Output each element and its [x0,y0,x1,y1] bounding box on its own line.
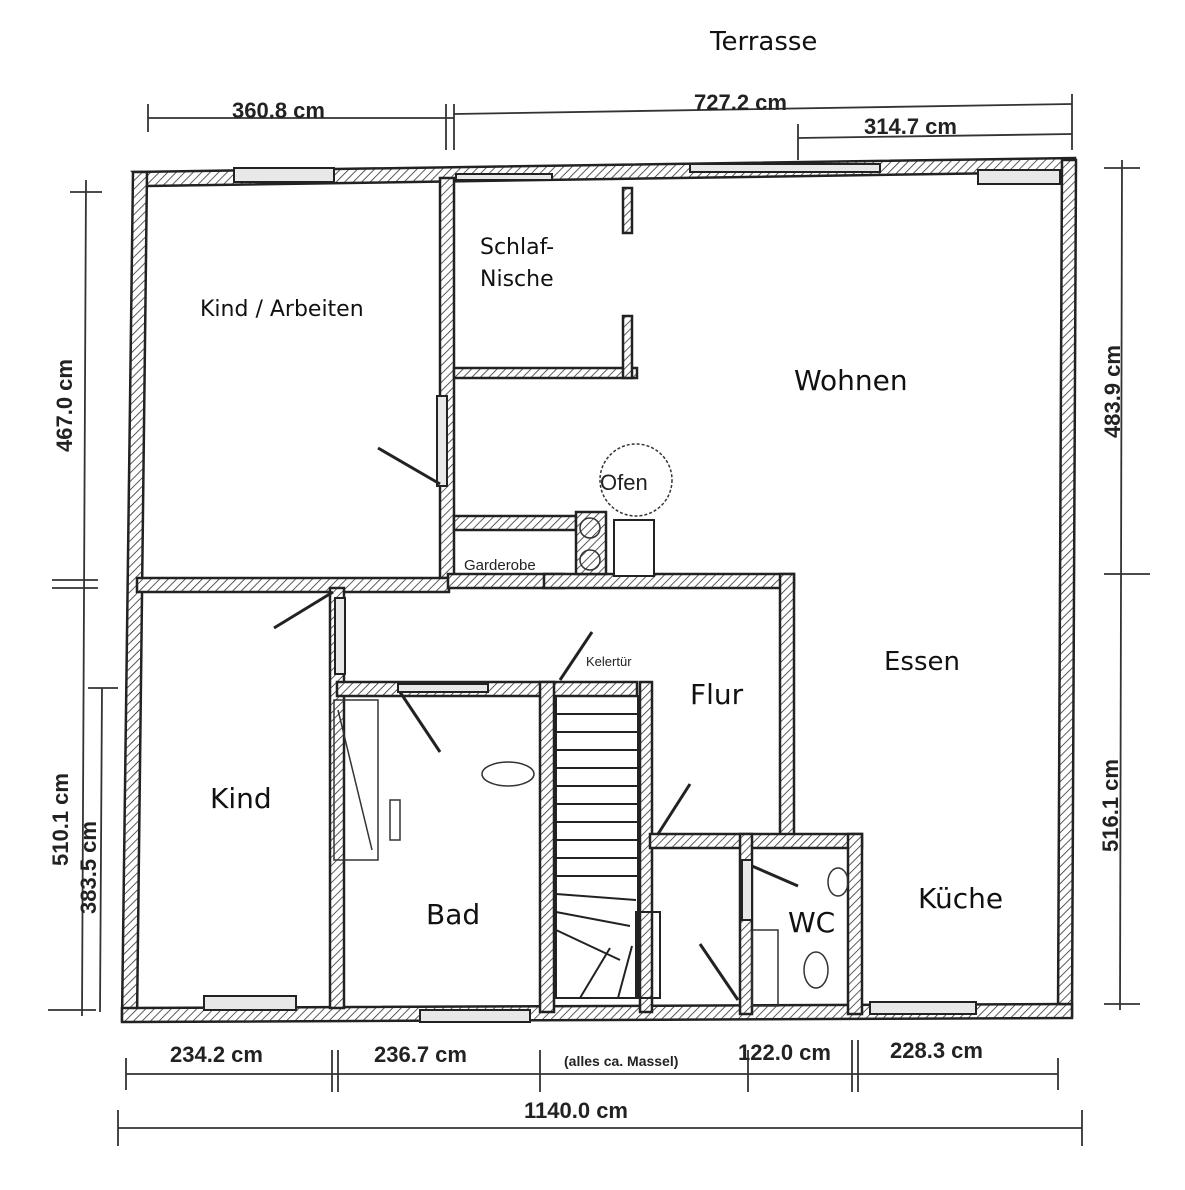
dim-right-lower: 516.1 cm [1098,759,1123,852]
label-kueche: Küche [918,882,1003,915]
label-kind-arbeiten: Kind / Arbeiten [200,297,364,322]
dim-bottom-total: 1140.0 cm [524,1098,628,1123]
dim-top-right: 314.7 cm [864,114,957,139]
label-kind: Kind [210,782,272,815]
dim-note: (alles ca. Massel) [564,1053,678,1069]
label-wohnen: Wohnen [794,364,908,397]
label-flur: Flur [690,678,744,711]
doors [273,446,799,1001]
label-schlaf-nische-2: Nische [480,267,554,292]
dim-left-lower: 510.1 cm [48,773,73,866]
dim-bottom-4: 228.3 cm [890,1038,983,1063]
staircase [555,695,661,999]
dim-left-upper: 467.0 cm [52,359,77,452]
label-wc: WC [788,906,835,939]
label-ofen: Ofen [600,470,648,495]
dim-right-upper: 483.9 cm [1100,345,1125,438]
label-kellertuer: Kelertür [586,654,632,669]
interior-walls [135,176,864,1016]
label-bad: Bad [426,898,480,931]
dim-bottom-3: 122.0 cm [738,1040,831,1065]
dim-bottom-1: 234.2 cm [170,1042,263,1067]
dim-bottom-2: 236.7 cm [374,1042,467,1067]
dim-top-total: 727.2 cm [694,90,787,115]
label-essen: Essen [884,647,960,677]
label-garderobe: Garderobe [464,557,536,574]
dim-left-inner: 383.5 cm [76,821,101,914]
windows [203,163,1061,1023]
label-schlaf-nische-1: Schlaf- [480,235,554,260]
fixtures [333,443,849,1007]
dim-top-left: 360.8 cm [232,98,325,123]
label-terrasse: Terrasse [709,27,817,57]
dimension-lines [48,94,1150,1146]
